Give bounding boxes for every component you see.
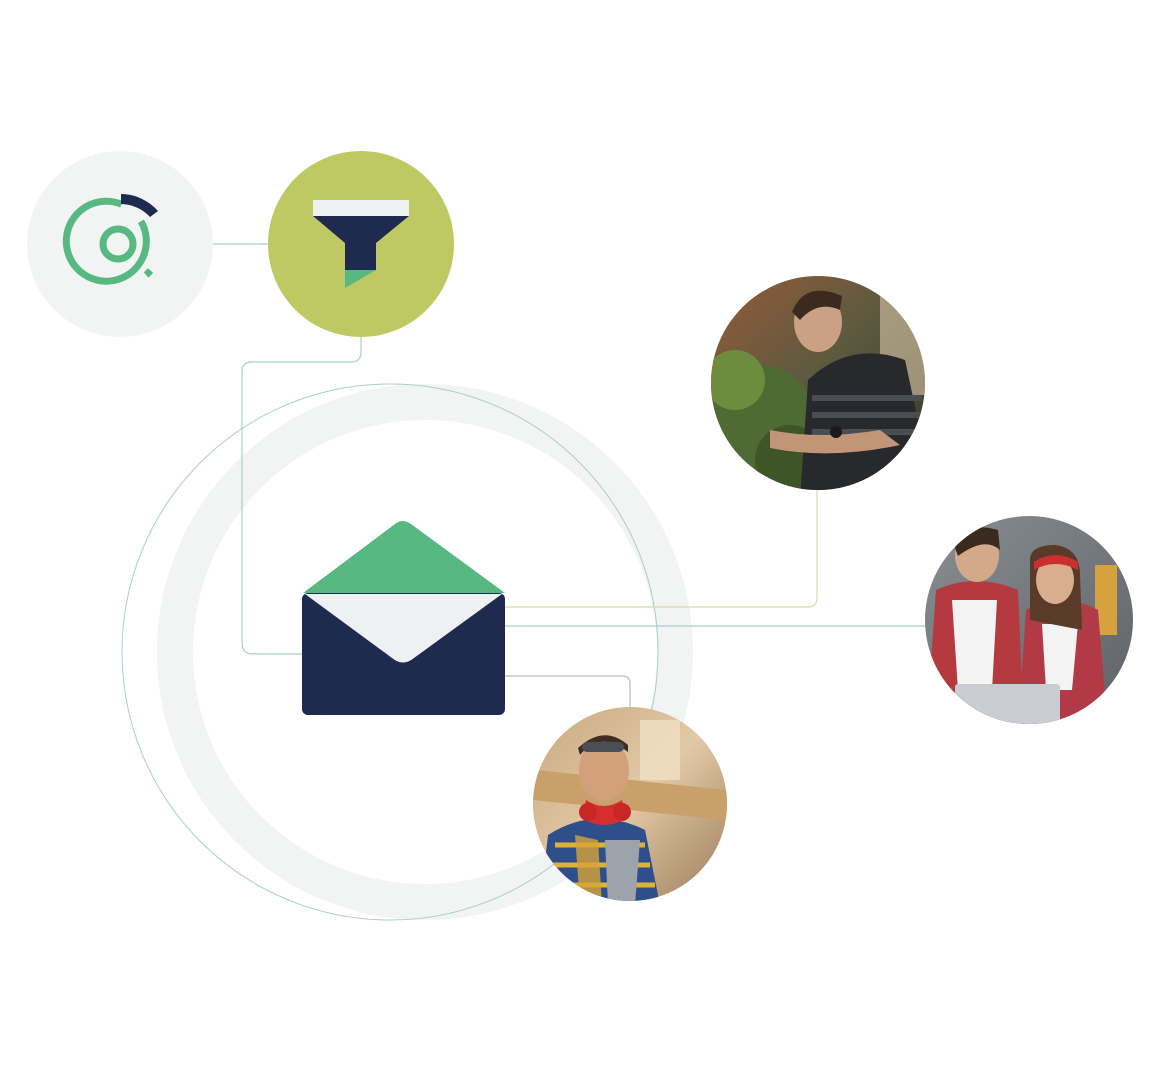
open-envelope-icon	[302, 521, 505, 715]
connector-filter-email	[241, 336, 362, 655]
background-ring	[157, 384, 693, 920]
funnel-icon	[313, 200, 409, 288]
email-node[interactable]	[302, 521, 505, 715]
orbit-ring	[121, 383, 659, 921]
connector-email-carpenter	[505, 675, 631, 708]
target-donut-icon	[62, 194, 158, 285]
audience-couple-node[interactable]	[920, 510, 1140, 734]
segment-analytics-node[interactable]	[27, 151, 213, 337]
couple-photo	[925, 516, 1133, 724]
gardener-photo	[711, 276, 925, 490]
filter-node[interactable]	[268, 151, 454, 337]
audience-gardener-node[interactable]	[700, 270, 940, 500]
connector-email-gardener	[505, 490, 818, 608]
